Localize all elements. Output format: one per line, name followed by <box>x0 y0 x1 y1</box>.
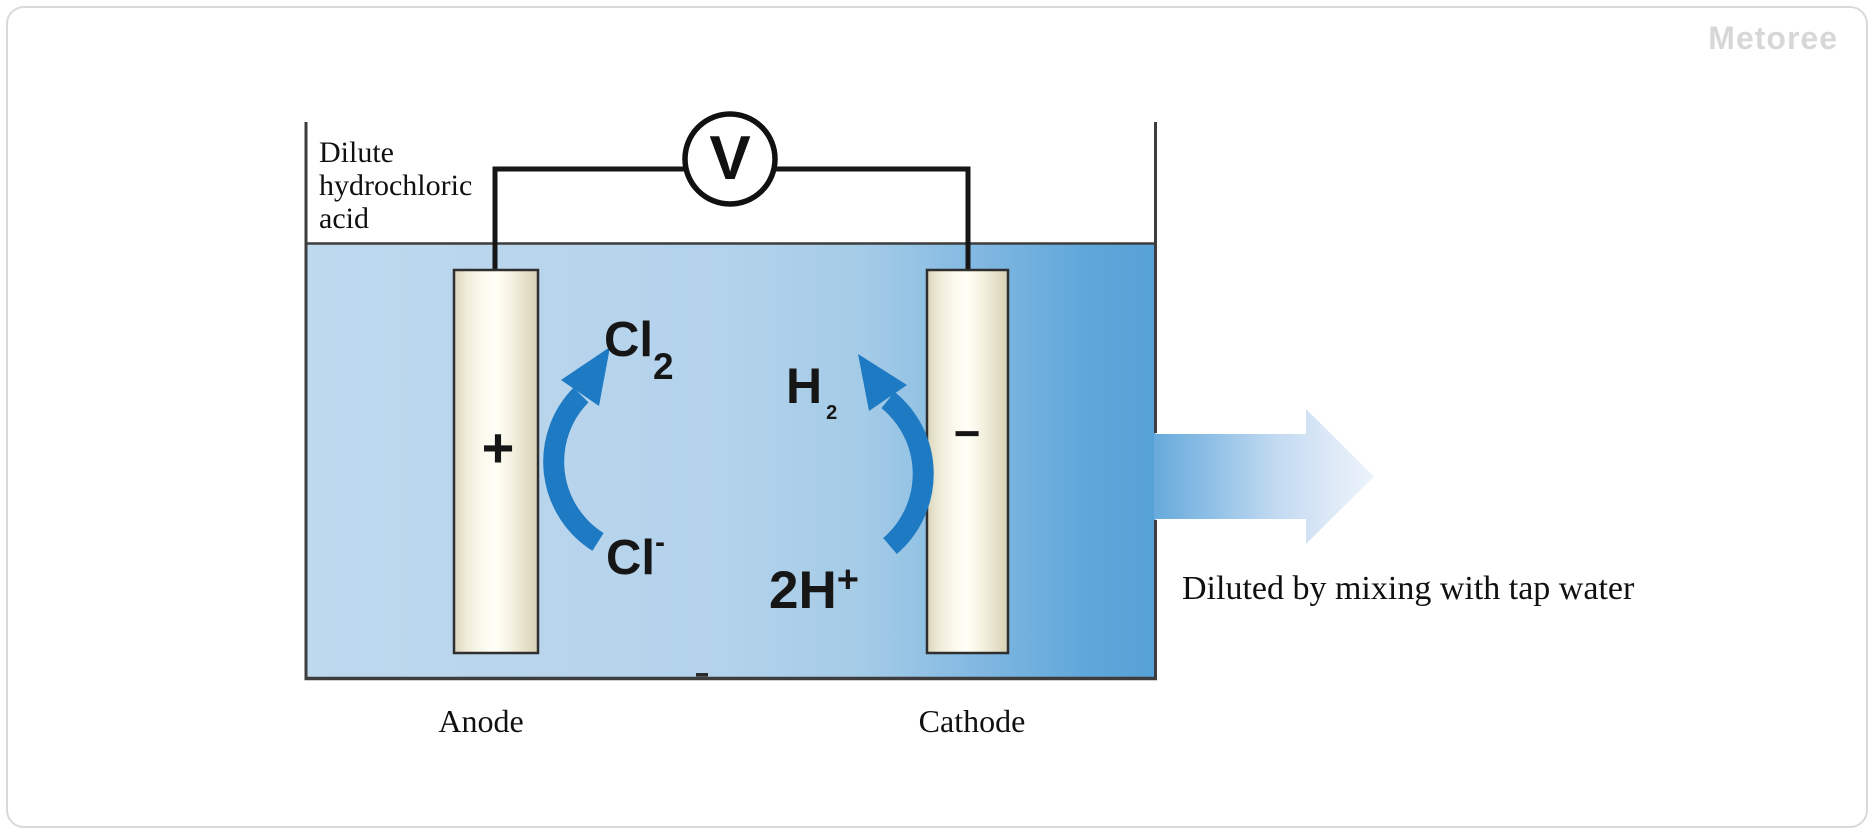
outflow-caption: Diluted by mixing with tap water <box>1182 570 1635 607</box>
cathode-electrode <box>925 268 1010 655</box>
chlorine-gas-subscript: 2 <box>653 346 674 387</box>
hydrogen-gas-base: H <box>786 358 823 414</box>
hydrogen-ion-formula: 2H+ <box>769 561 859 620</box>
cathode-reaction-arrow-icon <box>858 354 934 554</box>
voltmeter-icon <box>682 111 778 207</box>
cathode-caption: Cathode <box>918 703 1026 739</box>
hydrogen-ion-superscript: + <box>836 559 859 601</box>
outflow-arrow-icon <box>1154 409 1374 544</box>
cathode-polarity-sign: − <box>953 407 981 459</box>
anode-polarity-sign: + <box>481 416 515 479</box>
chlorine-gas-formula: Cl2 <box>604 313 674 386</box>
anode-caption: Anode <box>438 703 524 739</box>
metoree-logo: Metoree <box>1708 20 1838 56</box>
chlorine-gas-base: Cl <box>604 313 653 367</box>
acid-solution <box>306 244 1156 678</box>
voltmeter-label: V <box>709 124 751 193</box>
cathode-wire <box>774 166 971 274</box>
chloride-ion-superscript: - <box>655 526 665 559</box>
anode-wire <box>492 166 686 274</box>
chloride-ion-base: Cl <box>606 531 655 585</box>
stray-mark <box>696 673 708 677</box>
hydrogen-gas-subscript: 2 <box>826 402 838 424</box>
anode-reaction-arrow-icon <box>543 347 610 551</box>
solution-label: Dilute hydrochloric acid <box>319 136 473 235</box>
hydrogen-ion-base: 2H <box>769 561 837 620</box>
anode-electrode <box>452 268 540 655</box>
chloride-ion-formula: Cl- <box>606 528 665 585</box>
